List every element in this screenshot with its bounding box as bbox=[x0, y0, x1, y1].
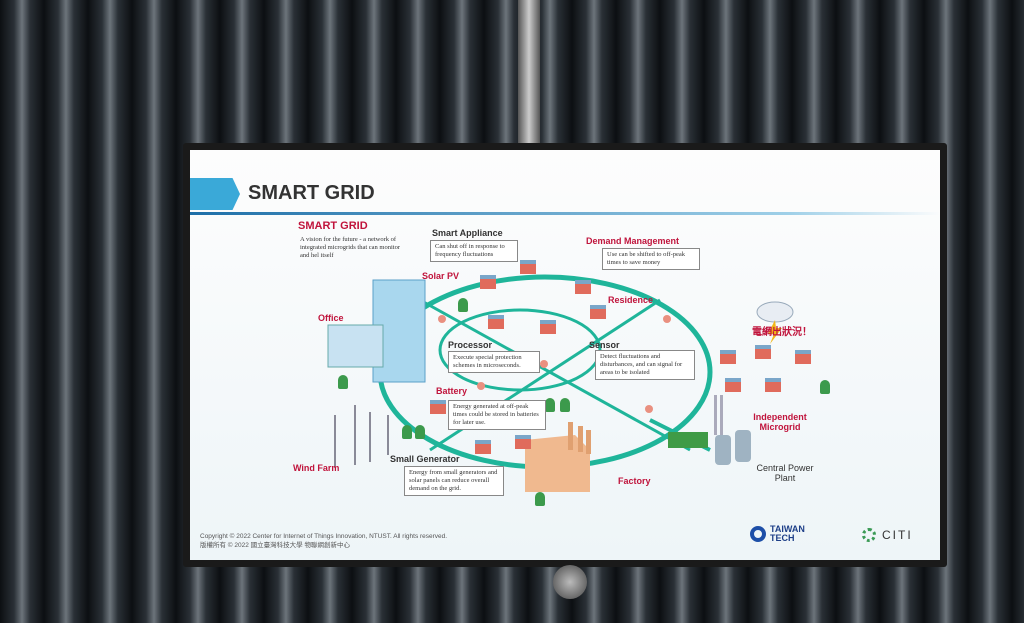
label-independent-microgrid: Independent Microgrid bbox=[753, 412, 807, 432]
note-processor: Execute special protection schemes in mi… bbox=[448, 351, 540, 373]
label-smart-appliance: Smart Appliance bbox=[432, 228, 503, 238]
citi-logo: CITI bbox=[882, 528, 913, 542]
label-wind-farm: Wind Farm bbox=[293, 463, 340, 473]
grid-network-diagram bbox=[327, 274, 794, 492]
monitor-mount bbox=[553, 565, 587, 599]
title-banner-arrow bbox=[190, 178, 240, 210]
slide-title: SMART GRID bbox=[248, 182, 375, 204]
diagram-heading: SMART GRID bbox=[298, 220, 368, 232]
copyright-zh: 版權所有 © 2022 國立臺灣科技大學 物聯網創新中心 bbox=[200, 542, 350, 549]
copyright-en: Copyright © 2022 Center for Internet of … bbox=[200, 533, 448, 540]
label-demand-management: Demand Management bbox=[586, 236, 680, 246]
citi-logo-icon bbox=[862, 528, 876, 542]
note-small-generator: Energy from small generators and solar p… bbox=[404, 466, 504, 496]
label-office: Office bbox=[318, 313, 344, 323]
cloud-icon bbox=[756, 301, 794, 323]
curtain-pole bbox=[518, 0, 540, 150]
label-battery: Battery bbox=[436, 386, 468, 396]
factory-building bbox=[525, 435, 590, 492]
intro-text: A vision for the future - a network of i… bbox=[300, 236, 400, 259]
label-small-generator: Small Generator bbox=[390, 454, 460, 464]
power-plant-base bbox=[668, 432, 708, 448]
label-residence: Residence bbox=[608, 295, 654, 305]
office-building bbox=[327, 324, 384, 368]
title-rule bbox=[190, 212, 940, 215]
slide-screen: SMART GRID SMART GRID A vision for the f… bbox=[190, 150, 940, 560]
note-demand-management: Use can be shifted to off-peak times to … bbox=[602, 248, 700, 270]
inner-ring bbox=[438, 308, 602, 392]
taiwan-tech-logo-icon bbox=[750, 526, 766, 542]
slide-footer: Copyright © 2022 Center for Internet of … bbox=[200, 532, 447, 550]
label-solar-pv: Solar PV bbox=[422, 271, 460, 281]
label-sensor: Sensor bbox=[589, 340, 620, 350]
wind-turbines bbox=[334, 405, 389, 468]
label-factory: Factory bbox=[618, 476, 651, 486]
note-battery: Energy generated at off-peak times could… bbox=[448, 400, 546, 430]
note-sensor: Detect fluctuations and disturbances, an… bbox=[595, 350, 695, 380]
label-central-power-plant: Central Power Plant bbox=[756, 463, 814, 483]
alert-text: 電網出狀況！ bbox=[752, 327, 812, 338]
label-processor: Processor bbox=[448, 340, 493, 350]
note-smart-appliance: Can shut off in response to frequency fl… bbox=[430, 240, 518, 262]
lightning-icon bbox=[768, 320, 782, 344]
